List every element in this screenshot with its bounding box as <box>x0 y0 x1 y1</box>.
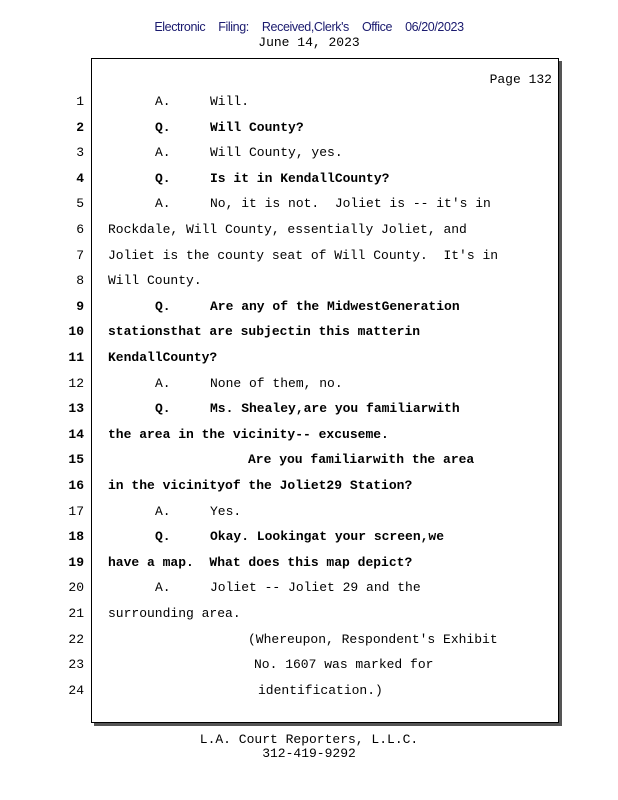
speaker-label: Q. <box>155 298 171 314</box>
line-text: surrounding area. <box>108 606 241 621</box>
line-text: Are any of the MidwestGeneration <box>210 298 460 314</box>
line-text: Will County? <box>210 119 304 135</box>
line-text: stationsthat are subjectin this matterin <box>108 324 421 340</box>
transcript-line: 3 A. Will County, yes. <box>0 145 618 165</box>
line-number: 6 <box>76 222 84 237</box>
line-number: 13 <box>68 401 84 417</box>
court-reporter-phone: 312-419-9292 <box>262 746 356 761</box>
transcript-line: 7 Joliet is the county seat of Will Count… <box>0 248 618 268</box>
transcript-line: 18 Q. Okay. Lookingat your screen,we <box>0 529 618 549</box>
line-number: 20 <box>68 580 84 596</box>
transcript-line: 5 A. No, it is not. Joliet is -- it's in <box>0 196 618 216</box>
speaker-label: A. <box>155 375 171 391</box>
transcript-line: 2 Q. Will County? <box>0 120 618 140</box>
transcript-line: 16 in the vicinityof the Joliet29 Station… <box>0 478 618 498</box>
line-number: 21 <box>68 606 84 621</box>
speaker-label: Q. <box>155 529 171 545</box>
transcript-line: 11 KendallCounty? <box>0 350 618 370</box>
transcript-line: 1 A. Will. <box>0 94 618 114</box>
transcript-line: 24 identification.) <box>0 683 618 703</box>
transcript-line: 15 Are you familiarwith the area <box>0 452 618 472</box>
speaker-label: Q. <box>155 401 171 417</box>
line-text: Will County. <box>108 273 202 289</box>
line-text: (Whereupon, Respondent's Exhibit <box>248 631 498 647</box>
line-text: None of them, no. <box>210 375 343 391</box>
line-number: 19 <box>68 554 84 570</box>
line-text: have a map. What does this map depict? <box>108 554 413 570</box>
court-reporter-name: L.A. Court Reporters, L.L.C. <box>199 732 419 747</box>
line-number: 1 <box>76 94 84 109</box>
transcript-line: 13 Q. Ms. Shealey,are you familiarwith <box>0 401 618 421</box>
speaker-label: Q. <box>155 119 171 135</box>
line-number: 4 <box>76 170 84 186</box>
line-text: Will County, yes. <box>210 145 343 161</box>
transcript-line: 4 Q. Is it in KendallCounty? <box>0 171 618 191</box>
speaker-label: A. <box>155 145 171 161</box>
line-number: 2 <box>76 119 84 135</box>
line-text: Is it in KendallCounty? <box>210 170 390 186</box>
line-text: identification.) <box>258 682 383 698</box>
electronic-filing-stamp: Electronic Filing: Received,Clerk's Offi… <box>154 20 464 34</box>
speaker-label: A. <box>155 94 171 109</box>
speaker-label: A. <box>155 580 171 596</box>
transcript-line: 23 No. 1607 was marked for <box>0 657 618 677</box>
line-number: 15 <box>68 452 84 468</box>
line-text: Joliet is the county seat of Will County… <box>108 247 499 263</box>
line-text: the area in the vicinity-- excuseme. <box>108 426 389 442</box>
line-number: 8 <box>76 273 84 289</box>
line-number: 17 <box>68 503 84 519</box>
line-text: Will. <box>210 94 250 109</box>
line-text: KendallCounty? <box>108 350 218 365</box>
speaker-label: A. <box>155 196 171 212</box>
line-number: 3 <box>76 145 84 161</box>
line-text: Joliet -- Joliet 29 and the <box>210 580 421 596</box>
line-number: 18 <box>68 529 84 545</box>
line-number: 12 <box>68 375 84 391</box>
transcript-line: 6 Rockdale, Will County, essentially Joli… <box>0 222 618 242</box>
deposition-date: June 14, 2023 <box>258 35 360 50</box>
transcript-line: 14 the area in the vicinity-- excuseme. <box>0 427 618 447</box>
line-number: 16 <box>68 478 84 493</box>
speaker-label: Q. <box>155 170 171 186</box>
line-number: 23 <box>68 657 84 673</box>
line-text: Rockdale, Will County, essentially Jolie… <box>108 222 467 237</box>
transcript-line: 9 Q. Are any of the MidwestGeneration <box>0 299 618 319</box>
page-number: Page 132 <box>489 72 552 87</box>
line-number: 14 <box>68 426 84 442</box>
transcript-line: 21 surrounding area. <box>0 606 618 626</box>
line-text: No, it is not. Joliet is -- it's in <box>210 196 491 212</box>
transcript-line: 10 stationsthat are subjectin this matter… <box>0 324 618 344</box>
line-number: 24 <box>68 682 84 698</box>
line-text: Yes. <box>210 503 242 519</box>
line-text: Okay. Lookingat your screen,we <box>210 529 445 545</box>
transcript-line: 20 A. Joliet -- Joliet 29 and the <box>0 580 618 600</box>
speaker-label: A. <box>155 503 171 519</box>
line-text: Ms. Shealey,are you familiarwith <box>210 401 460 417</box>
line-number: 10 <box>68 324 84 340</box>
transcript-line: 12 A. None of them, no. <box>0 376 618 396</box>
line-text: No. 1607 was marked for <box>254 657 434 673</box>
transcript-line: 17 A. Yes. <box>0 504 618 524</box>
line-number: 7 <box>76 247 84 263</box>
transcript-page-box: Page 132 <box>91 58 559 723</box>
transcript-line: 8 Will County. <box>0 273 618 293</box>
transcript-line: 22 (Whereupon, Respondent's Exhibit <box>0 632 618 652</box>
line-text: Are you familiarwith the area <box>248 452 475 468</box>
line-number: 9 <box>76 298 84 314</box>
line-text: in the vicinityof the Joliet29 Station? <box>108 478 413 493</box>
footer: L.A. Court Reporters, L.L.C. 312-419-929… <box>0 733 618 761</box>
line-number: 11 <box>68 350 84 365</box>
line-number: 22 <box>68 631 84 647</box>
line-number: 5 <box>76 196 84 212</box>
transcript-line: 19 have a map. What does this map depict? <box>0 555 618 575</box>
